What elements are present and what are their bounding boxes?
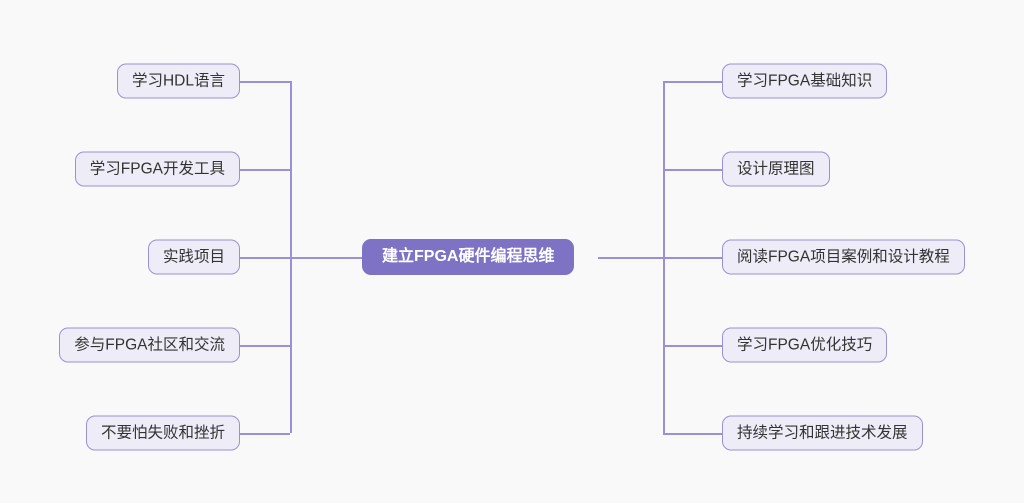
- node-label: 设计原理图: [737, 160, 815, 178]
- right-stub-5: [663, 433, 722, 435]
- left-stub-2: [240, 169, 290, 171]
- mindmap-center-node[interactable]: 建立FPGA硬件编程思维: [362, 239, 575, 275]
- node-label: 学习FPGA开发工具: [89, 160, 225, 178]
- node-label: 参与FPGA社区和交流: [74, 336, 225, 354]
- node-label: 学习FPGA基础知识: [737, 72, 873, 90]
- node-label: 学习FPGA优化技巧: [737, 336, 873, 354]
- right-stub-1: [663, 81, 722, 83]
- mindmap-node-left-5[interactable]: 不要怕失败和挫折: [85, 415, 240, 451]
- left-center-connector: [290, 257, 362, 259]
- mindmap-node-left-4[interactable]: 参与FPGA社区和交流: [59, 327, 240, 363]
- node-label: 持续学习和跟进技术发展: [737, 424, 908, 442]
- right-stub-3: [663, 257, 722, 259]
- right-stub-2: [663, 169, 722, 171]
- left-stub-5: [240, 433, 290, 435]
- node-label: 学习HDL语言: [131, 72, 225, 90]
- left-stub-4: [240, 345, 290, 347]
- right-center-connector: [598, 257, 663, 259]
- mindmap-node-left-3[interactable]: 实践项目: [147, 239, 240, 275]
- mindmap-node-right-5[interactable]: 持续学习和跟进技术发展: [722, 415, 923, 451]
- mindmap-node-right-4[interactable]: 学习FPGA优化技巧: [722, 327, 888, 363]
- mindmap-node-right-1[interactable]: 学习FPGA基础知识: [722, 63, 888, 99]
- mindmap-node-left-1[interactable]: 学习HDL语言: [116, 63, 240, 99]
- left-stub-3: [240, 257, 290, 259]
- mindmap-node-right-2[interactable]: 设计原理图: [722, 151, 830, 187]
- mindmap-node-left-2[interactable]: 学习FPGA开发工具: [74, 151, 240, 187]
- mindmap-node-right-3[interactable]: 阅读FPGA项目案例和设计教程: [722, 239, 965, 275]
- right-stub-4: [663, 345, 722, 347]
- node-label: 实践项目: [162, 248, 225, 266]
- left-stub-1: [240, 81, 290, 83]
- node-label: 不要怕失败和挫折: [100, 424, 225, 442]
- node-label: 阅读FPGA项目案例和设计教程: [737, 248, 950, 266]
- center-node-label: 建立FPGA硬件编程思维: [382, 248, 555, 265]
